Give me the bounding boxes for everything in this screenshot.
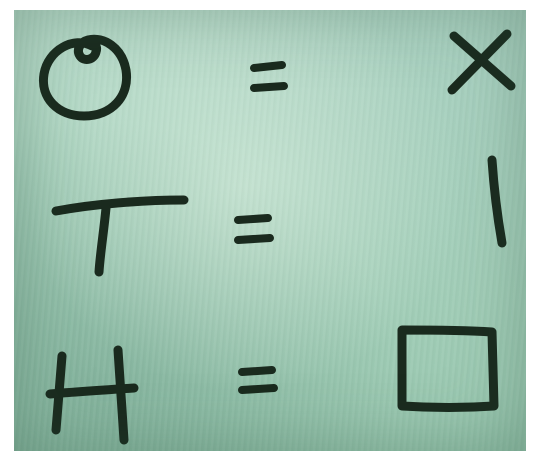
row-2 [51, 155, 507, 277]
circle-with-loop-icon [38, 34, 132, 121]
equals-sign-icon [250, 61, 288, 92]
row-3 [45, 325, 499, 445]
vertical-line-icon [487, 155, 507, 248]
handwritten-paper-photo [14, 10, 526, 451]
row-1 [38, 29, 516, 121]
letter-t-icon [51, 195, 189, 277]
letter-h-icon [45, 345, 139, 445]
handwriting-canvas [38, 29, 516, 445]
x-cross-icon [447, 29, 516, 95]
square-icon [397, 325, 499, 412]
equals-sign-icon [238, 366, 278, 394]
equals-sign-icon [234, 214, 274, 244]
